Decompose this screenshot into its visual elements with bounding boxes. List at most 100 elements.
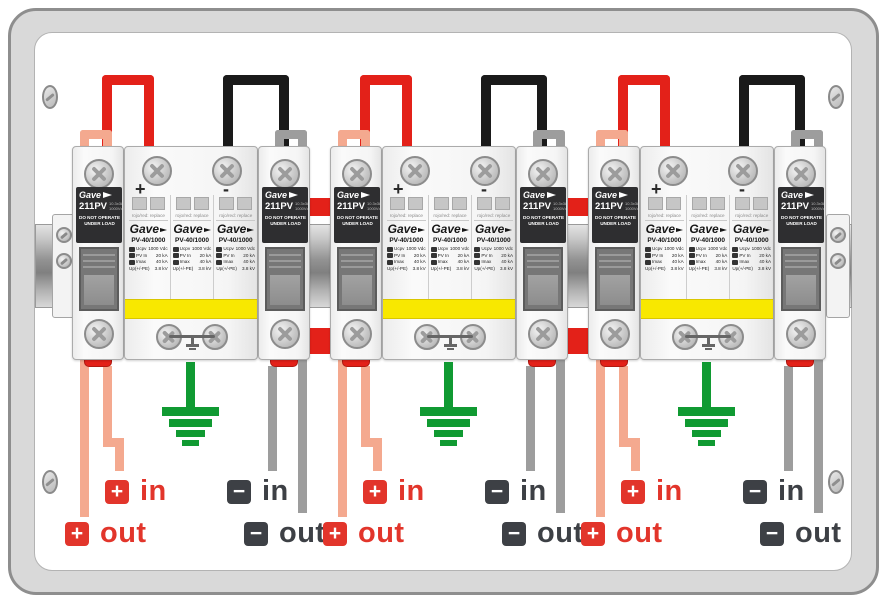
fuse-window [265,247,305,311]
spd-indicator-note: rojo/red: replace [691,213,725,218]
brand-text: Gave [645,222,676,236]
mini-earth-stem [449,337,452,344]
spec-badge-icon [645,253,651,259]
fuse-window-inner [84,275,114,305]
phillips-screw-icon [270,319,300,349]
mini-earth-bar [189,347,196,350]
slotted-screw-icon [56,227,72,243]
fuse-warning: DO NOT OPERATE UNDER LOAD [523,215,564,226]
spec-value: 20 kA [759,252,772,258]
spec-row: Up(+/-PE) 3.8 kV [430,266,471,273]
mini-earth-bar [702,344,715,347]
minus-icon: − [502,521,526,546]
fuse-window-inner [528,275,558,305]
spec-row: Up(+/-PE) 3.8 kV [386,266,427,273]
phillips-screw-icon [786,159,816,189]
spec-key: Ucpv [732,246,750,253]
warning-line1: DO NOT OPERATE [79,215,121,220]
spec-row: PV In 20 kA [215,253,256,260]
earth-bar [176,430,205,437]
fuse-size: 10.3x38 [625,201,638,206]
spd-pole: rojo/red: replace Gave PV-40/1000 Ucpv 1… [427,195,472,299]
spec-badge-icon [732,259,739,265]
brand-text: Gave [475,222,505,236]
spec-badge-icon [688,259,695,265]
panel-screw-icon [828,470,844,494]
panel-screw-icon [42,470,58,494]
divider [387,220,426,221]
spec-key: Ucpv [474,246,492,253]
spec-badge-icon [474,253,481,259]
spec-key-text: PV In [394,252,406,258]
gave-swoosh-icon [719,227,727,232]
plus-icon: + [105,479,129,504]
spd-brand-logo: Gave [644,223,685,236]
earth-bar [678,407,735,416]
spec-row: PV In 20 kA [644,253,685,260]
earth-link-line [427,335,473,338]
earth-bar [162,407,219,416]
positive-out-hook-wire [596,130,628,153]
spd-indicator-windows [644,197,685,210]
spd-minus-mark: - [223,179,229,199]
spd-plus-mark: + [135,179,146,199]
fuse-size: 10.3x38 [367,201,380,206]
spec-key: Imax [645,259,662,266]
spd-indicator-windows [473,197,514,210]
screw-slot [833,257,843,265]
fuse-brand-logo: Gave [265,190,306,200]
fuse-window-ridge [599,260,631,262]
spec-row: PV In 20 kA [688,253,729,260]
spec-value: 40 kA [671,259,684,265]
gave-swoosh-icon [619,192,629,198]
spec-key: Ucpv [129,246,146,253]
indicator-window-icon [407,197,423,210]
spec-value: 20 kA [413,252,426,258]
spd-indicator-windows [688,197,729,210]
spec-value: 20 kA [457,252,470,258]
fuse-window-ridge [269,266,301,268]
fuse-warning: DO NOT OPERATE UNDER LOAD [781,215,822,226]
spec-key: PV In [172,253,191,260]
label-text: in [398,475,425,507]
spd-pole: rojo/red: replace Gave PV-40/1000 Ucpv 1… [169,195,214,299]
label-text: out [358,517,405,549]
fuse-warning: DO NOT OPERATE UNDER LOAD [337,215,378,226]
phillips-screw-icon [270,159,300,189]
fuse-window-ridge [527,260,559,262]
screw-slot [59,231,69,239]
spd-model: PV-40/1000 [433,237,467,244]
panel-screw-icon [828,85,844,109]
fuse-window-inner [600,275,630,305]
spec-badge-icon [129,259,135,265]
spec-badge-icon [688,253,695,259]
spd-specs: Ucpv 1000 Vdc PV In 20 kA Imax 40 kA Up(… [386,246,427,272]
negative-in-wire [268,366,277,471]
spec-value: 3.8 kV [412,265,426,271]
spec-value: 1000 Vdc [191,246,212,251]
spec-key: Imax [474,259,491,266]
spec-row: Up(+/-PE) 3.8 kV [128,266,169,273]
spec-row: Up(+/-PE) 3.8 kV [473,266,514,273]
positive-jumper-wire [360,75,412,152]
label-text: in [520,475,547,507]
brand-text: Gave [387,222,418,236]
spd-model: PV-40/1000 [476,237,511,244]
spec-key: Up(+/-PE) [387,266,408,273]
label-positive-out: + out [65,519,147,548]
spec-row: Imax 40 kA [430,259,471,266]
spec-badge-icon [645,259,651,265]
spec-key-text: Ucpv [223,246,234,251]
plus-icon: + [581,521,605,546]
spd-specs: Ucpv 1000 Vdc PV In 20 kA Imax 40 kA Up(… [128,246,169,272]
